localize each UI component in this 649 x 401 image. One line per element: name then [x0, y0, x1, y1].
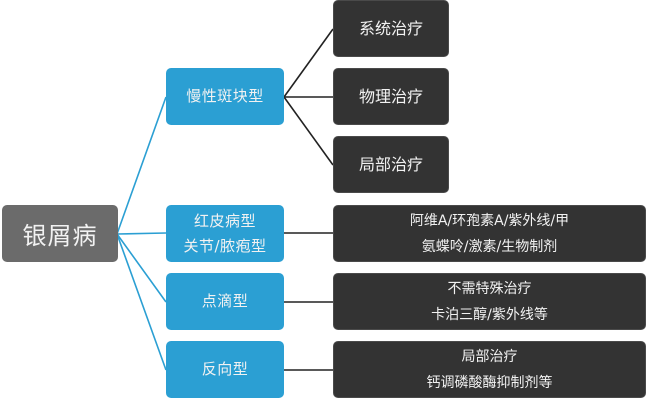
connector-root-to-erythrodermic [116, 232, 167, 235]
branch-node-erythrodermic-arthropathic-pustular[interactable]: 红皮病型 关节/脓疱型 [166, 205, 284, 262]
connector-root-to-chronic-plaque [116, 96, 167, 235]
treatment-node-topical[interactable]: 局部治疗 [333, 136, 449, 193]
treatment-node-guttate[interactable]: 不需特殊治疗 卡泊三醇/紫外线等 [333, 273, 646, 330]
treatment-node-label: 系统治疗 [358, 18, 423, 38]
treatment-node-inverse[interactable]: 局部治疗 钙调磷酸酶抑制剂等 [333, 341, 646, 398]
branch-node-label: 慢性斑块型 [186, 87, 264, 105]
treatment-node-label-line-2: 卡泊三醇/紫外线等 [431, 306, 548, 323]
branch-node-label: 点滴型 [201, 292, 249, 310]
branch-node-chronic-plaque[interactable]: 慢性斑块型 [166, 68, 284, 125]
connector-root-to-inverse [116, 233, 167, 371]
treatment-node-label-line-1: 不需特殊治疗 [447, 280, 532, 297]
treatment-node-systemic[interactable]: 系统治疗 [333, 0, 449, 57]
treatment-node-label-line-2: 氨蝶呤/激素/生物制剂 [421, 238, 558, 255]
root-node-psoriasis[interactable]: 银屑病 [2, 205, 118, 262]
connector-chronic-plaque-to-topical [283, 96, 334, 166]
connector-root-to-guttate [116, 233, 167, 303]
treatment-node-label: 物理治疗 [358, 86, 423, 106]
branch-node-label-line-1: 红皮病型 [193, 211, 256, 230]
connector-chronic-plaque-to-systemic [283, 28, 334, 98]
treatment-node-label-line-1: 局部治疗 [461, 348, 518, 365]
treatment-node-physical[interactable]: 物理治疗 [333, 68, 449, 125]
root-node-label: 银屑病 [22, 222, 98, 250]
treatment-node-label: 局部治疗 [358, 154, 423, 174]
treatment-node-label-line-1: 阿维A/环孢素A/紫外线/甲 [409, 212, 570, 229]
branch-node-guttate[interactable]: 点滴型 [166, 273, 284, 330]
treatment-node-label-line-2: 钙调磷酸酶抑制剂等 [426, 374, 553, 391]
branch-node-label: 反向型 [201, 360, 249, 378]
treatment-node-erythrodermic[interactable]: 阿维A/环孢素A/紫外线/甲 氨蝶呤/激素/生物制剂 [333, 205, 646, 262]
branch-node-label-line-2: 关节/脓疱型 [183, 236, 267, 255]
branch-node-inverse[interactable]: 反向型 [166, 341, 284, 398]
